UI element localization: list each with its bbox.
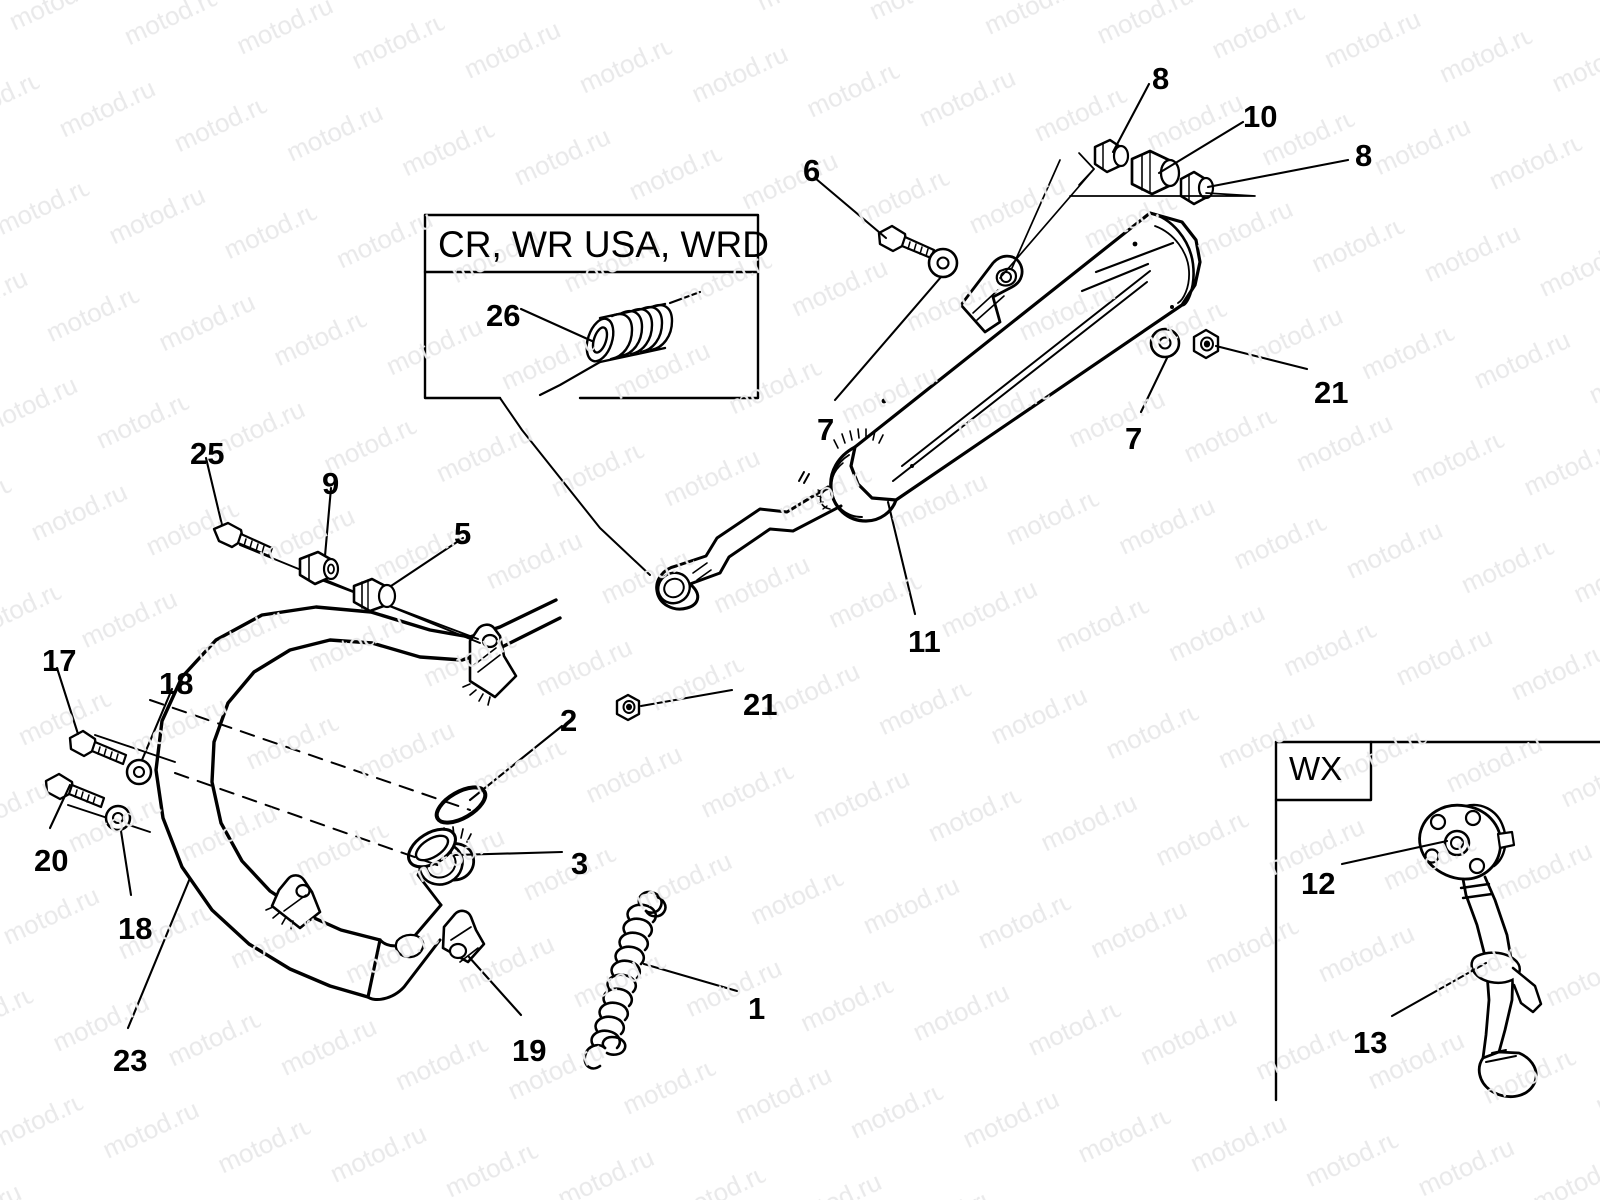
callout-26: 26 [486, 298, 521, 333]
callout-7-upper: 7 [817, 412, 835, 447]
bolt-20 [44, 772, 106, 809]
callout-11: 11 [908, 624, 941, 659]
washer-18-b [104, 804, 132, 832]
collar-9 [298, 550, 340, 586]
callout-20: 20 [34, 843, 69, 878]
inset-cr-box [423, 213, 760, 576]
washer-7-lower [1149, 327, 1181, 359]
tension-spring-1 [583, 890, 667, 1070]
callout-13: 13 [1353, 1025, 1388, 1060]
callout-17: 17 [42, 643, 77, 678]
part-13-arm [1459, 875, 1543, 1099]
callout-18-b: 18 [118, 911, 153, 946]
washer-7-upper [927, 247, 959, 279]
nut-21-right [1192, 328, 1220, 360]
part-12-head [1418, 803, 1516, 881]
washer-18-a [125, 758, 153, 786]
inset-cr-title: CR, WR USA, WRD [438, 224, 769, 265]
callout-8-upper: 8 [1152, 61, 1170, 96]
silencer-assembly [816, 211, 1202, 523]
inset-wx-title: WX [1289, 750, 1343, 787]
inset-wx-box [1274, 740, 1600, 1102]
grommet-5 [352, 577, 397, 613]
callout-7-lower: 7 [1125, 421, 1143, 456]
callout-6: 6 [803, 153, 821, 188]
callout-21-right: 21 [1314, 375, 1349, 410]
bolt-25 [212, 521, 274, 558]
nut-21-left [615, 693, 641, 722]
mid-pipe [655, 471, 843, 611]
spring-26 [538, 290, 702, 397]
callout-3: 3 [571, 846, 589, 881]
callout-21-left: 21 [743, 687, 778, 722]
callout-1: 1 [748, 991, 766, 1026]
callout-10: 10 [1243, 99, 1278, 134]
expansion-chamber [154, 598, 562, 1001]
callout-18-a: 18 [159, 666, 194, 701]
callout-8-lower: 8 [1355, 138, 1373, 173]
callout-12: 12 [1301, 866, 1336, 901]
callout-9: 9 [322, 466, 340, 501]
callout-25: 25 [190, 436, 225, 471]
bolt-6 [877, 224, 936, 260]
callout-5: 5 [454, 516, 472, 551]
callout-23: 23 [113, 1043, 148, 1078]
callout-2: 2 [560, 703, 578, 738]
callout-19: 19 [512, 1033, 547, 1068]
